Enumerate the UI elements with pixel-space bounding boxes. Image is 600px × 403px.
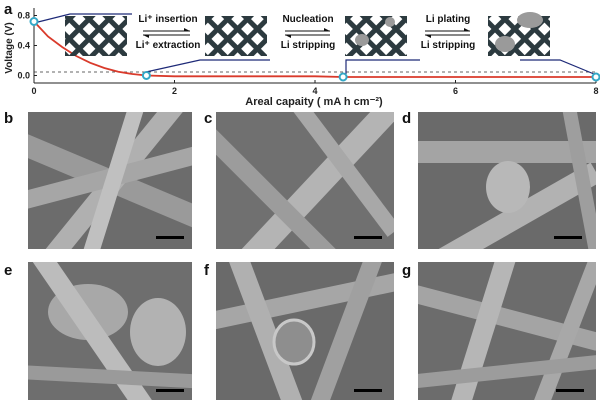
curve-markers xyxy=(29,17,600,82)
y-axis-label: Voltage (V) xyxy=(4,22,15,73)
nucleation-deposit xyxy=(355,34,369,46)
sem-panel-b xyxy=(28,112,192,249)
step-2: Nucleation Li stripping xyxy=(281,14,335,51)
x-tick-label-2: 4 xyxy=(312,86,317,96)
mesh-schematic-1 xyxy=(65,16,127,56)
scalebar-g xyxy=(556,389,584,392)
panel-label-c: c xyxy=(204,110,213,127)
x-tick-label-4: 8 xyxy=(593,86,598,96)
curve-marker-3 xyxy=(338,72,348,82)
mesh-schematic-3 xyxy=(345,16,407,56)
nucleation-deposit-2 xyxy=(385,17,395,27)
panel-label-f: f xyxy=(204,262,209,279)
scalebar-c xyxy=(354,236,382,239)
frame-4 xyxy=(520,59,595,75)
step-2-bottom: Li stripping xyxy=(281,40,335,51)
x-tick-label-0: 0 xyxy=(31,86,36,96)
frame-2 xyxy=(145,59,270,73)
sem-panel-e xyxy=(28,262,192,400)
step-1-top: Li⁺ insertion xyxy=(138,14,197,25)
x-ticks: 0 2 4 6 8 xyxy=(31,80,599,96)
scalebar-f xyxy=(354,389,382,392)
mesh-schematic-4 xyxy=(488,12,550,56)
sem-panel-c xyxy=(216,112,394,249)
panel-label-e: e xyxy=(4,262,13,279)
y-tick-label-1: 0.4 xyxy=(17,41,30,51)
step-1: Li⁺ insertion Li⁺ extraction xyxy=(136,14,201,51)
schematic-frames xyxy=(33,13,595,75)
panel-label-b: b xyxy=(4,110,14,127)
x-axis-label: Areal capaity ( mA h cm⁻²) xyxy=(245,96,383,108)
x-tick-label-1: 2 xyxy=(172,86,177,96)
step-3-top: Li plating xyxy=(426,14,470,25)
scalebar-e xyxy=(156,389,184,392)
curve-marker-4 xyxy=(591,72,600,82)
step-2-top: Nucleation xyxy=(282,14,333,25)
mesh-schematic-2 xyxy=(205,16,267,56)
plating-deposit xyxy=(517,12,543,28)
sem-panel-d xyxy=(418,112,596,249)
scalebar-b xyxy=(156,236,184,239)
y-tick-label-2: 0.8 xyxy=(17,11,30,21)
y-tick-label-0: 0.0 xyxy=(17,71,30,81)
panel-label-d: d xyxy=(402,110,412,127)
frame-3 xyxy=(345,59,420,74)
panel-label-a: a xyxy=(4,1,13,18)
y-ticks: 0.0 0.4 0.8 xyxy=(17,11,37,81)
scalebar-d xyxy=(554,236,582,239)
step-1-bottom: Li⁺ extraction xyxy=(136,40,201,51)
voltage-axes: 0.0 0.4 0.8 0 2 4 6 8 Voltage (V) Areal capait… xyxy=(4,8,599,108)
panel-label-g: g xyxy=(402,262,412,279)
frame-1 xyxy=(33,13,132,24)
curve-marker-2 xyxy=(141,71,151,80)
step-3-bottom: Li stripping xyxy=(421,40,475,51)
sem-panel-g xyxy=(418,262,596,400)
curve-marker-1 xyxy=(29,17,39,26)
step-3: Li plating Li stripping xyxy=(421,14,475,51)
plating-deposit-2 xyxy=(495,36,515,52)
x-tick-label-3: 6 xyxy=(453,86,458,96)
sem-panel-f xyxy=(216,262,394,400)
